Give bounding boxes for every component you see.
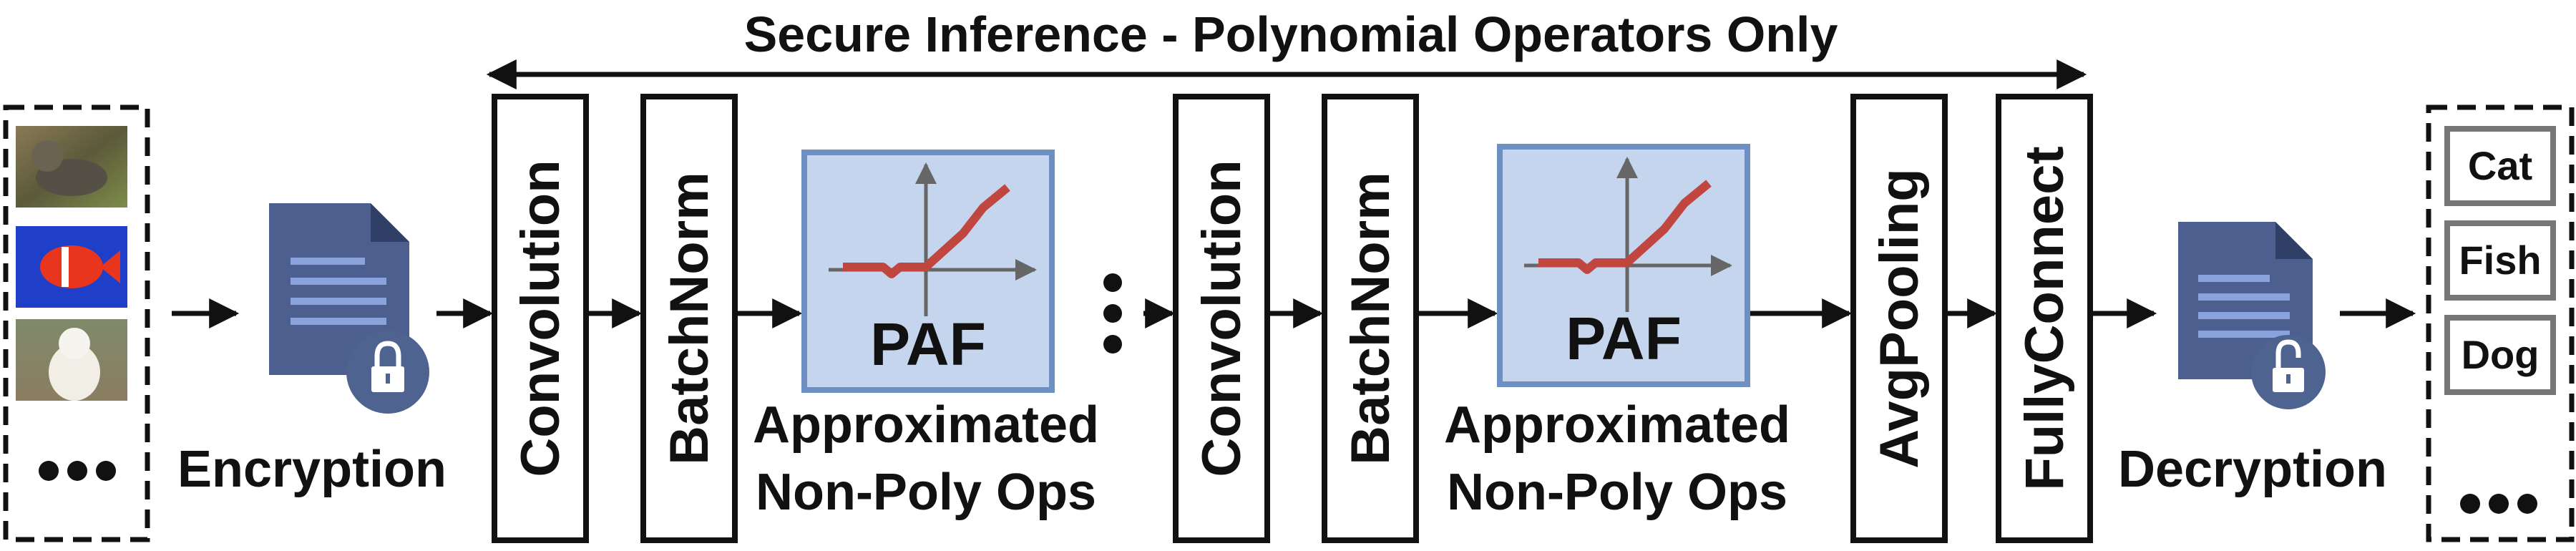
unlock-icon: [2251, 335, 2326, 409]
svg-text:Dog: Dog: [2462, 332, 2540, 377]
paf2-curve: [1538, 180, 1712, 274]
input-images-group: [3, 104, 150, 542]
lock-icon: [346, 331, 429, 414]
avgpool-block: AvgPooling: [1850, 94, 1948, 543]
layers-ellipsis: [1103, 273, 1122, 353]
conv2-block: Convolution: [1173, 94, 1270, 543]
svg-text:Fish: Fish: [2459, 238, 2541, 283]
output-labels-group: Cat Fish Dog: [2426, 104, 2575, 542]
encryption-label: Encryption: [177, 441, 447, 498]
diagram-title: Secure Inference - Polynomial Operators …: [744, 6, 1838, 62]
paf1-block: PAF: [801, 150, 1055, 393]
output-label-fish: Fish: [2444, 220, 2556, 301]
output-label-cat: Cat: [2444, 126, 2556, 206]
paf2-caption-line2: Non-Poly Ops: [1447, 464, 1787, 521]
output-more-dots: [2460, 494, 2537, 514]
conv1-block: Convolution: [492, 94, 589, 543]
conv2-label: Convolution: [1191, 160, 1252, 477]
bn2-label: BatchNorm: [1340, 172, 1401, 465]
bn1-block: BatchNorm: [640, 94, 738, 543]
bn1-label: BatchNorm: [659, 172, 720, 465]
decrypted-document-icon: [2178, 222, 2326, 409]
encrypted-document-icon: [269, 203, 429, 414]
paf1-curve: [843, 184, 1010, 278]
paf2-block: PAF: [1497, 144, 1750, 387]
avgpool-label: AvgPooling: [1869, 168, 1930, 468]
decryption-label: Decryption: [2118, 441, 2387, 498]
output-label-dog: Dog: [2444, 315, 2556, 395]
fish-photo: [16, 226, 127, 308]
paf2-label: PAF: [1566, 305, 1682, 372]
conv1-label: Convolution: [510, 160, 571, 477]
paf1-label: PAF: [870, 311, 986, 378]
bn2-block: BatchNorm: [1322, 94, 1419, 543]
svg-text:Cat: Cat: [2468, 143, 2532, 188]
paf2-caption-line1: Approximated: [1444, 396, 1790, 454]
fc-block: FullyConnect: [1996, 94, 2093, 543]
cat-photo: [16, 126, 127, 208]
paf1-caption-line2: Non-Poly Ops: [756, 464, 1096, 521]
input-more-dots: [39, 461, 116, 481]
fc-label: FullyConnect: [2014, 146, 2075, 490]
dog-photo: [16, 319, 127, 401]
paf1-caption-line1: Approximated: [753, 396, 1099, 454]
